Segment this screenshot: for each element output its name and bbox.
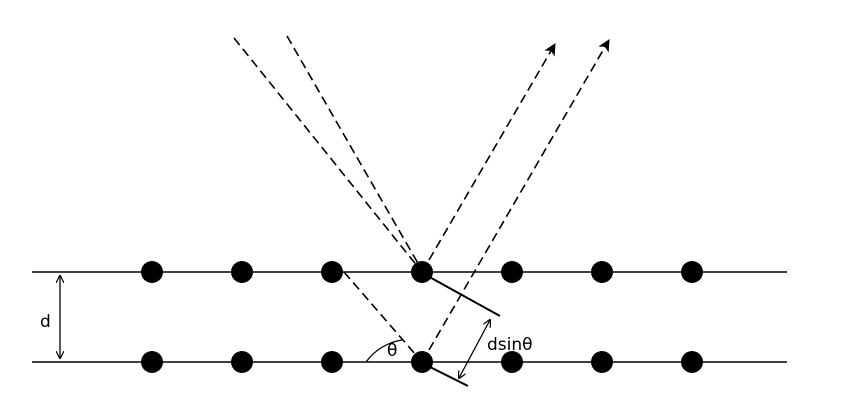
atom [681,261,703,283]
reflected-ray-1 [421,43,556,273]
atom [591,351,613,373]
theta-angle-arc [365,339,403,363]
reflected-ray-2 [421,39,610,363]
atom [321,261,343,283]
atom [501,351,523,373]
path-difference-arrow [459,320,490,378]
atom [231,261,253,283]
incident-ray-2-continuation [343,271,423,363]
atom [681,351,703,373]
incident-ray-2 [286,35,424,273]
theta-label: θ [387,341,397,361]
path-difference-label: dsinθ [487,335,533,355]
atom [141,351,163,373]
atom [141,261,163,283]
wavefront-line-top [423,273,501,317]
atoms-group [141,261,703,373]
atom [231,351,253,373]
atom [501,261,523,283]
atom [411,351,433,373]
atom [591,261,613,283]
atom [321,351,343,373]
d-spacing-label: d [40,312,51,332]
atom [411,261,433,283]
incident-ray-1 [233,37,423,273]
